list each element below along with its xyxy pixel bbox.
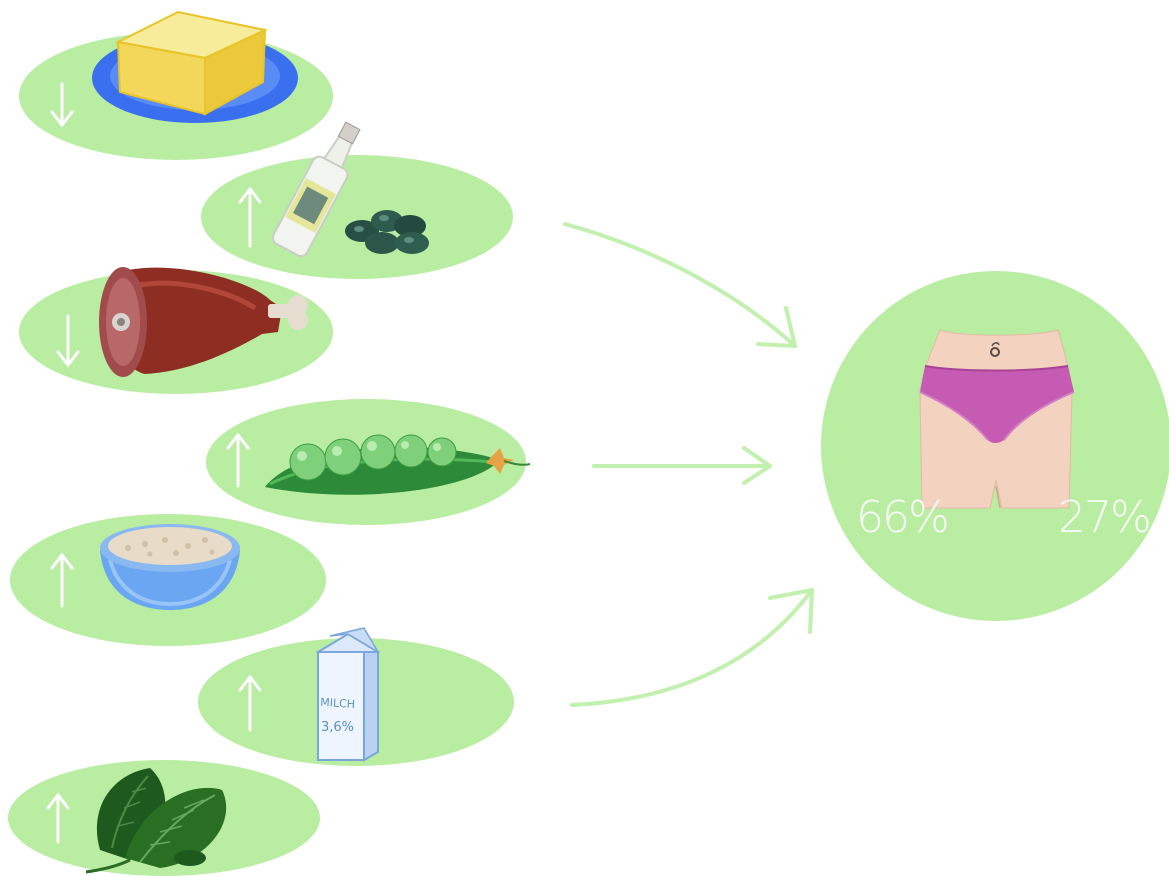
food-row-ham xyxy=(19,267,333,394)
food-row-milk: MILCH 3,6% xyxy=(198,628,514,766)
food-row-porridge xyxy=(10,514,326,646)
flow-arrow-top xyxy=(565,224,795,346)
flow-arrows xyxy=(565,224,812,705)
milk-carton-fat: 3,6% xyxy=(321,720,354,735)
milk-carton-icon: MILCH 3,6% xyxy=(318,628,378,760)
food-row-peas xyxy=(206,399,530,525)
result-percent-left: 66% xyxy=(856,492,948,543)
butter-icon xyxy=(92,12,298,123)
flow-arrow-middle xyxy=(594,448,770,483)
result-circle xyxy=(821,271,1169,621)
food-row-butter xyxy=(19,12,333,160)
flow-arrow-bottom xyxy=(572,590,812,705)
milk-carton-label: MILCH xyxy=(320,696,356,711)
hips-underwear-icon xyxy=(920,330,1074,508)
result-percent-right: 27% xyxy=(1058,492,1150,543)
food-bubble xyxy=(201,155,513,279)
food-row-spinach xyxy=(8,760,320,876)
